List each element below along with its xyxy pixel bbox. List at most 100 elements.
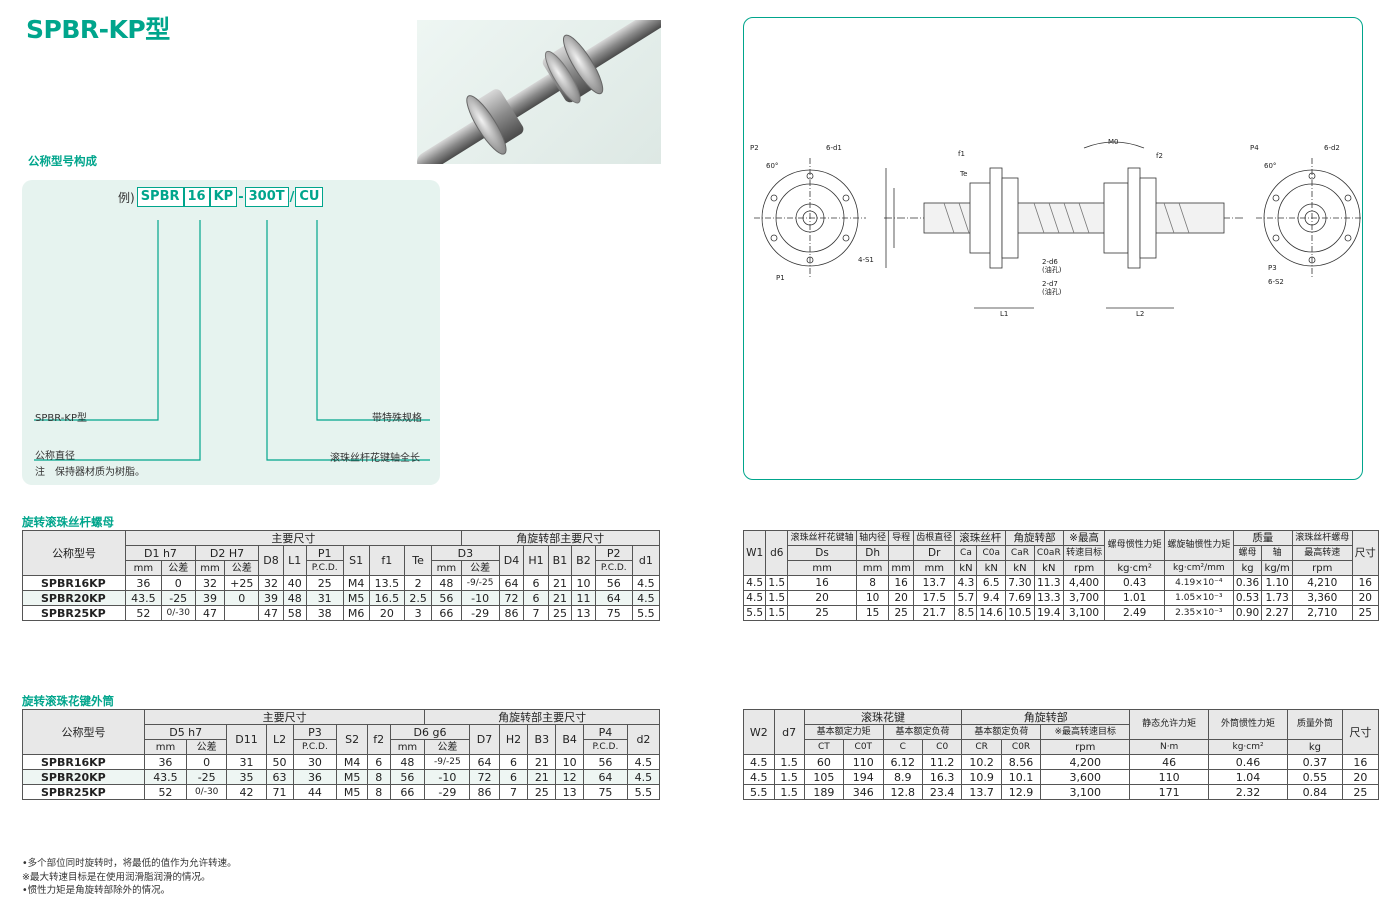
table-cell: mm (787, 560, 857, 576)
table-cell: 7 (498, 784, 529, 800)
table-cell: 角旋转部 (961, 709, 1131, 725)
table-cell: P.C.D. (292, 739, 338, 755)
label-f1: f1 (958, 150, 965, 158)
table-cell: mm (855, 560, 890, 576)
table-cell: 1.5 (773, 784, 805, 800)
table-cell: -29 (424, 784, 471, 800)
table-cell: 32 (194, 575, 226, 591)
table-cell: 16.5 (368, 590, 406, 606)
table-cell: 72 (469, 769, 500, 785)
table-cell: ※最高转速目标 (1040, 724, 1131, 740)
table-cell: 66 (389, 784, 426, 800)
h-p2: P2 (594, 545, 633, 561)
table-cell: 0.84 (1287, 784, 1343, 800)
table-cell: 25 (787, 605, 857, 621)
table-cell: 1.04 (1208, 769, 1288, 785)
table-cell: kg/m (1261, 560, 1293, 576)
table-cell: 1.01 (1104, 590, 1165, 606)
label-l1: L1 (1000, 310, 1008, 318)
table-cell: 6 (366, 754, 391, 770)
table-cell: 50 (265, 754, 294, 770)
code-length: 300T (244, 187, 289, 207)
h-b2: B2 (571, 545, 596, 576)
dimension-drawing: P2 60° 6-d1 4-S1 P1 P4 60° 6-d2 P3 6-S2 … (750, 138, 1362, 318)
table-row: SPBR16KP 36 0 32 +25 32 40 25 M4 13.5 2 … (21, 575, 661, 591)
code-type: KP (209, 187, 238, 207)
table-cell: 8.5 (954, 605, 978, 621)
table-cell: 2,710 (1291, 605, 1353, 621)
table-cell: M5 (336, 769, 368, 785)
u-mm: mm (431, 560, 462, 576)
model-leader-lines (34, 220, 430, 461)
table-cell: 公称型号 (22, 709, 145, 755)
table-cell: 21 (547, 590, 573, 606)
table-cell: 31 (305, 590, 344, 606)
table-row: SPBR20KP 43.5 -25 39 0 39 48 31 M5 16.5 … (21, 590, 661, 606)
table-cell: 66 (431, 605, 462, 621)
table-cell: C0aR (1033, 545, 1064, 561)
table-cell: 螺母 (1232, 545, 1263, 561)
table-cell: D11 (226, 724, 267, 755)
table-cell: 75 (594, 605, 633, 621)
code-special: CU (295, 187, 324, 207)
table-cell: 31 (226, 754, 267, 770)
table-cell: 5.5 (631, 605, 661, 621)
label-p2: P2 (750, 144, 759, 152)
table-cell: 10.1 (1000, 769, 1042, 785)
table-cell: 螺母惯性力矩 (1104, 530, 1165, 561)
table-cell: 2.5 (404, 590, 433, 606)
table-cell: 48 (431, 575, 462, 591)
table-cell: C0R (1000, 739, 1042, 755)
table-cell: mm (389, 739, 426, 755)
table-row: SPBR25KP 52 0/-30 47 47 58 38 M6 20 3 66… (21, 605, 661, 621)
table-cell: 56 (594, 575, 633, 591)
table-cell: 23.4 (921, 784, 963, 800)
table-cell: 13.7 (961, 784, 1002, 800)
table-cell: 0.53 (1232, 590, 1263, 606)
table-cell: 2.35×10⁻³ (1163, 605, 1234, 621)
table-cell: M4 (336, 754, 368, 770)
u-pcd: P.C.D. (305, 560, 344, 576)
table-cell: 56 (389, 769, 426, 785)
h-te: Te (404, 545, 433, 576)
table-cell: 静态允许力矩 (1129, 709, 1210, 740)
table-cell: 5.5 (742, 605, 767, 621)
table-cell: 11.3 (1033, 575, 1064, 591)
table-cell: 36 (125, 575, 162, 591)
label-angle-left: 60° (766, 162, 778, 170)
table-cell: D5 h7 (143, 724, 228, 740)
table-cell: 13.3 (1033, 590, 1064, 606)
table-cell: M4 (342, 575, 370, 591)
footnote: •多个部位同时旋转时，将最低的值作为允许转速。 (22, 858, 237, 869)
table-cell: P4 (583, 724, 628, 740)
table-cell: 12.8 (882, 784, 923, 800)
table-cell: 25 (305, 575, 344, 591)
table-cell: 13.7 (913, 575, 956, 591)
table-cell: 0.43 (1104, 575, 1165, 591)
table-cell: M5 (336, 784, 368, 800)
table-cell: M5 (342, 590, 370, 606)
table-cell: D6 g6 (389, 724, 471, 740)
table-cell: 轴 (1261, 545, 1293, 561)
table-cell: 60 (803, 754, 845, 770)
table-cell: d7 (773, 709, 805, 755)
table-cell: 64 (594, 590, 633, 606)
table-cell: kN (1005, 560, 1035, 576)
table-cell: 10 (555, 754, 585, 770)
table-cell: 8.9 (882, 769, 923, 785)
label-d6: 2-d6 (1042, 258, 1058, 266)
table-cell: 13.5 (368, 575, 406, 591)
table-cell: +25 (224, 575, 260, 591)
table-cell: 滚珠丝杆 (954, 530, 1007, 546)
table-cell: 6.12 (882, 754, 923, 770)
table-cell: 16 (1341, 754, 1379, 770)
table-cell: D7 (469, 724, 500, 755)
table-cell: 0.46 (1208, 754, 1288, 770)
table-cell: 4.5 (743, 769, 775, 785)
table-cell: 基本额定负荷 (961, 724, 1042, 740)
